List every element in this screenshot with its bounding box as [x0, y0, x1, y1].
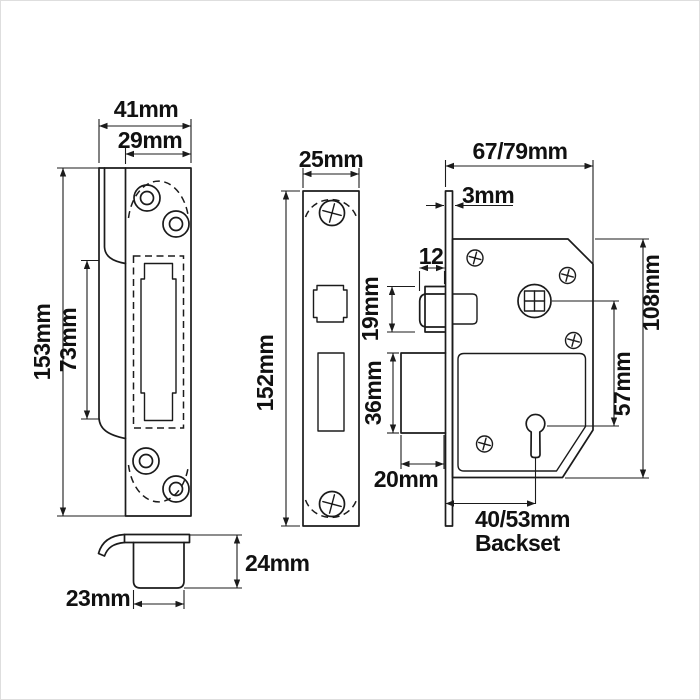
phillips-screw	[558, 266, 577, 285]
keyhole	[525, 413, 546, 459]
phillips-screw	[475, 435, 494, 453]
latch-cutout	[312, 284, 348, 323]
dim-label-height: 152mm	[252, 335, 278, 412]
strike-plate-front-view: 41mm 29mm 153mm 73mm	[29, 96, 192, 517]
dim-label-box-width: 23mm	[66, 585, 131, 611]
faceplate-outline	[302, 190, 360, 527]
dim-label-deadbolt-height: 36mm	[360, 361, 386, 426]
side-keep-box	[132, 541, 185, 589]
deadbolt	[400, 352, 447, 434]
phillips-screw	[564, 331, 583, 350]
radius-arc-top	[127, 180, 190, 219]
dim-label-width: 25mm	[299, 146, 364, 172]
screw-hole	[133, 184, 161, 212]
lock-case-outline	[451, 238, 594, 479]
spindle-hole	[517, 283, 552, 319]
screw-hole	[162, 210, 190, 238]
lip-outer-edge	[98, 167, 127, 440]
strike-plate-side-view: 24mm 23mm	[66, 533, 310, 611]
screw-hole	[162, 475, 190, 503]
dim-label-latch-depth: 12	[419, 243, 444, 269]
screw-hole	[132, 447, 160, 475]
dim-label-latch-height: 19mm	[357, 277, 383, 342]
dim-label-backset-value: 40/53mm	[475, 506, 570, 532]
dim-label-depth: 24mm	[245, 550, 310, 576]
dim-label-cutout-height: 73mm	[55, 308, 81, 373]
lock-body-view: 67/79mm 3mm 12 19mm 36mm 20mm 108mm 5	[357, 138, 664, 556]
dim-label-case: 67/79mm	[473, 138, 568, 164]
strike-plate-outline	[124, 167, 192, 517]
keep-cutout-dashed	[132, 255, 185, 429]
side-plate-bar	[123, 533, 191, 544]
dim-label-deadbolt-depth: 20mm	[374, 466, 439, 492]
radius-arc-bottom	[127, 464, 190, 503]
lower-case-inner-outline	[457, 352, 587, 472]
dim-label-plate-width: 29mm	[118, 127, 183, 153]
keep-cutout-solid	[140, 262, 177, 422]
phillips-screw	[318, 199, 346, 227]
phillips-screw	[318, 490, 346, 518]
lip-inner-edge	[103, 167, 127, 265]
dim-label-total-width: 41mm	[114, 96, 179, 122]
phillips-screw	[466, 249, 484, 267]
side-curved-lip	[97, 533, 126, 557]
deadbolt-cutout	[317, 352, 345, 432]
dim-label-centres: 57mm	[609, 352, 635, 417]
dim-label-case-height: 108mm	[638, 255, 664, 332]
dim-label-backset-word: Backset	[475, 530, 561, 556]
latch-bolt	[418, 285, 478, 333]
dim-label-plate-thickness: 3mm	[462, 182, 514, 208]
dim-label-total-height: 153mm	[29, 304, 55, 381]
forend-strip	[444, 190, 454, 527]
faceplate-view: 25mm 152mm	[252, 146, 364, 527]
